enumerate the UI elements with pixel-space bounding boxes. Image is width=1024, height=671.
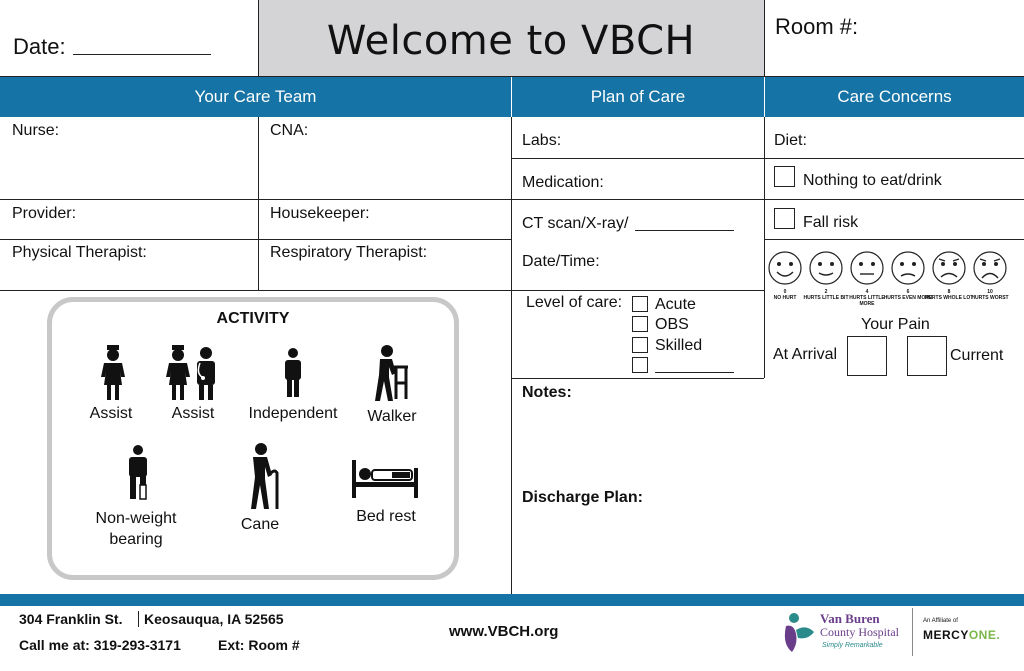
nurse-icon bbox=[101, 345, 125, 400]
pain-number: 6 bbox=[906, 289, 910, 295]
nurse-label: Nurse: bbox=[12, 122, 60, 139]
footer-bar bbox=[0, 594, 1024, 606]
skilled-label: Skilled bbox=[655, 337, 703, 354]
medication-label: Medication: bbox=[522, 174, 604, 191]
pain-number: 4 bbox=[865, 289, 869, 295]
pain-number: 8 bbox=[947, 289, 951, 295]
address-city: Keosauqua, IA 52565 bbox=[144, 611, 284, 627]
ct-scan-label: CT scan/X-ray/ bbox=[522, 215, 629, 232]
care-concerns-header: Care Concerns bbox=[765, 76, 1024, 117]
pain-current-box[interactable] bbox=[907, 336, 947, 376]
mercyone-logo: MERCYONE. bbox=[923, 628, 1000, 642]
care-team-header: Your Care Team bbox=[0, 76, 511, 117]
date-time-label: Date/Time: bbox=[522, 253, 600, 270]
room-label: Room #: bbox=[775, 14, 859, 39]
date-cell: Date: bbox=[0, 0, 258, 76]
pain-number: 10 bbox=[987, 289, 993, 295]
pain-face-8-icon bbox=[932, 251, 966, 285]
discharge-plan-label: Discharge Plan: bbox=[522, 489, 643, 506]
labs-label: Labs: bbox=[522, 132, 562, 149]
activity-title: ACTIVITY bbox=[216, 310, 290, 327]
current-label: Current bbox=[950, 347, 1004, 364]
logo-name-1: Van Buren bbox=[820, 611, 880, 626]
pain-at-arrival-box[interactable] bbox=[847, 336, 887, 376]
walker-icon bbox=[375, 345, 408, 401]
activity-label-assist-1: Assist bbox=[89, 405, 133, 422]
pain-face-10-icon bbox=[973, 251, 1007, 285]
provider-label: Provider: bbox=[12, 205, 77, 222]
person-icon bbox=[285, 348, 301, 397]
diet-label: Diet: bbox=[774, 132, 807, 149]
non-weight-bearing-icon bbox=[129, 445, 147, 500]
activity-label-bed-rest: Bed rest bbox=[356, 508, 416, 525]
pain-description: HURTS WORST bbox=[971, 295, 1009, 301]
pain-description: HURTS LITTLE BIT bbox=[803, 295, 849, 301]
other-level-blank-line[interactable] bbox=[655, 372, 734, 373]
pain-description: HURTS WHOLE LOT bbox=[924, 295, 974, 301]
pain-description: NO HURT bbox=[773, 295, 797, 301]
pain-face-0-icon bbox=[768, 251, 802, 285]
other-level-checkbox[interactable] bbox=[632, 357, 648, 373]
notes-label: Notes: bbox=[522, 384, 572, 401]
physical-therapist-label: Physical Therapist: bbox=[12, 244, 147, 261]
room-cell[interactable]: Room #: bbox=[764, 0, 1024, 76]
obs-label: OBS bbox=[655, 316, 689, 333]
acute-checkbox[interactable] bbox=[632, 296, 648, 312]
housekeeper-label: Housekeeper: bbox=[270, 205, 370, 222]
pain-number: 2 bbox=[824, 289, 828, 295]
one-text: ONE. bbox=[968, 628, 1001, 642]
call-me-at: Call me at: 319-293-3171 bbox=[19, 637, 181, 653]
respiratory-therapist-label: Respiratory Therapist: bbox=[270, 244, 428, 261]
activity-panel: ACTIVITY bbox=[47, 297, 459, 580]
bed-rest-icon bbox=[352, 460, 418, 498]
activity-label-non-weight-bearing: Non-weight bearing bbox=[95, 510, 177, 548]
logo-name-2: County Hospital bbox=[820, 625, 900, 639]
pain-number: 0 bbox=[783, 289, 787, 295]
vbch-logo-icon bbox=[784, 613, 814, 652]
cna-label: CNA: bbox=[270, 122, 309, 139]
activity-label-cane: Cane bbox=[240, 516, 280, 533]
extension-label: Ext: Room # bbox=[218, 637, 300, 653]
page-title: Welcome to VBCH bbox=[326, 18, 696, 64]
fall-risk-checkbox[interactable] bbox=[774, 208, 795, 229]
title-banner: Welcome to VBCH bbox=[258, 0, 764, 76]
obs-checkbox[interactable] bbox=[632, 316, 648, 332]
nurse-doctor-icon bbox=[166, 345, 215, 400]
ct-scan-blank-line[interactable] bbox=[635, 230, 734, 231]
logo-tagline: Simply Remarkable bbox=[822, 642, 883, 649]
nothing-to-eat-checkbox[interactable] bbox=[774, 166, 795, 187]
mercy-text: MERCY bbox=[923, 628, 969, 642]
plan-of-care-header: Plan of Care bbox=[512, 76, 764, 117]
activity-label-assist-2: Assist bbox=[171, 405, 215, 422]
fall-risk-label: Fall risk bbox=[803, 214, 859, 231]
pain-face-4-icon bbox=[850, 251, 884, 285]
your-pain-label: Your Pain bbox=[861, 316, 930, 333]
pain-description: HURTS LITTLE MORE bbox=[849, 295, 885, 307]
acute-label: Acute bbox=[655, 296, 696, 313]
level-of-care-label: Level of care: bbox=[526, 294, 623, 311]
at-arrival-label: At Arrival bbox=[773, 346, 838, 363]
pain-description: HURTS EVEN MORE bbox=[883, 295, 933, 301]
cane-icon bbox=[251, 443, 279, 509]
date-blank-line[interactable] bbox=[73, 54, 211, 55]
date-label: Date: bbox=[13, 34, 66, 59]
activity-label-walker: Walker bbox=[367, 408, 417, 425]
pain-face-2-icon bbox=[809, 251, 843, 285]
activity-label-independent: Independent bbox=[248, 405, 338, 422]
pain-face-6-icon bbox=[891, 251, 925, 285]
website-link[interactable]: www.VBCH.org bbox=[449, 623, 559, 640]
affiliate-label: An Affiliate of bbox=[923, 618, 958, 624]
address-street: 304 Franklin St. bbox=[19, 611, 123, 627]
nothing-to-eat-label: Nothing to eat/drink bbox=[803, 172, 942, 189]
skilled-checkbox[interactable] bbox=[632, 337, 648, 353]
